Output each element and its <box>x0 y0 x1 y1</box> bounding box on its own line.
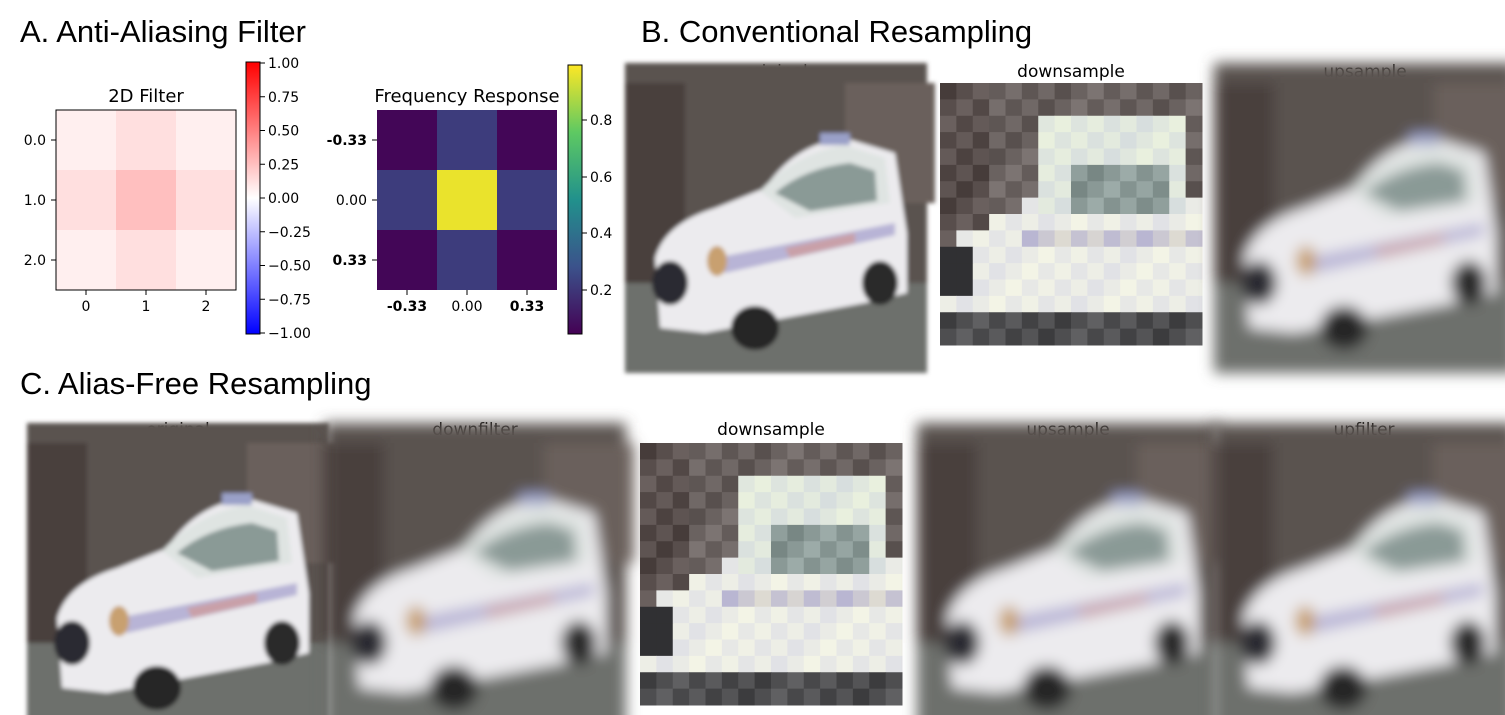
frequency-x-tick: -0.33 <box>387 299 427 315</box>
conventional-caption-downsample: downsample <box>1017 62 1125 82</box>
filter-cell <box>116 110 176 170</box>
frequency-cell <box>437 230 497 290</box>
filter-plot: 2D Filter 0.0 1.0 2.0 0 1 2 1.00 0.75 0.50 0.25… <box>24 56 311 342</box>
filter-cell <box>56 230 116 290</box>
aliasfree-original-image <box>27 423 337 715</box>
frequency-colorbar-tick: 0.4 <box>590 226 612 242</box>
filter-heatmap <box>56 110 236 290</box>
filter-plot-title: 2D Filter <box>108 86 184 107</box>
aliasfree-caption-downsample: downsample <box>717 420 825 440</box>
aliasfree-upsample-image <box>917 423 1227 715</box>
frequency-y-tick: 0.00 <box>336 193 367 209</box>
frequency-plot: Frequency Response -0.33 0.00 0.33 -0.33 0.… <box>327 64 612 335</box>
filter-colorbar-tick: 1.00 <box>268 56 299 72</box>
filter-cell <box>56 110 116 170</box>
aliasfree-downsample-image <box>640 443 903 706</box>
section-b-title: B. Conventional Resampling <box>641 14 1033 49</box>
aliasfree-upfilter-image <box>1213 423 1505 715</box>
filter-colorbar-tick: −0.75 <box>268 292 311 308</box>
frequency-cell <box>437 110 497 170</box>
frequency-plot-title: Frequency Response <box>374 86 559 107</box>
filter-x-tick: 0 <box>82 299 91 315</box>
frequency-cell <box>497 110 557 170</box>
filter-colorbar-tick: 0.00 <box>268 191 299 207</box>
frequency-cell <box>377 230 437 290</box>
filter-colorbar <box>245 61 261 335</box>
filter-colorbar-tick: −0.50 <box>268 259 311 275</box>
frequency-x-tick: 0.00 <box>451 299 482 315</box>
filter-y-tick: 2.0 <box>24 253 46 269</box>
filter-cell <box>176 170 236 230</box>
section-c-title: C. Alias-Free Resampling <box>20 366 372 401</box>
frequency-colorbar-tick: 0.8 <box>590 113 612 129</box>
frequency-y-tick: 0.33 <box>332 253 367 269</box>
frequency-heatmap <box>377 110 557 290</box>
filter-colorbar-tick: −0.25 <box>268 225 311 241</box>
filter-colorbar-tick: −1.00 <box>268 326 311 342</box>
frequency-cell <box>377 110 437 170</box>
conventional-upsample-image <box>1214 63 1505 373</box>
frequency-cell <box>437 170 497 230</box>
filter-y-tick: 0.0 <box>24 133 46 149</box>
frequency-colorbar-tick: 0.6 <box>590 170 612 186</box>
frequency-cell <box>497 170 557 230</box>
frequency-y-tick: -0.33 <box>327 133 367 149</box>
filter-cell <box>176 110 236 170</box>
filter-cell <box>116 230 176 290</box>
filter-cell <box>176 230 236 290</box>
filter-x-tick: 2 <box>202 299 211 315</box>
section-a-title: A. Anti-Aliasing Filter <box>20 14 306 49</box>
filter-colorbar-tick: 0.25 <box>268 157 299 173</box>
filter-cell <box>116 170 176 230</box>
filter-x-tick: 1 <box>142 299 151 315</box>
frequency-colorbar-tick: 0.2 <box>590 283 612 299</box>
filter-colorbar-tick: 0.50 <box>268 124 299 140</box>
conventional-original-image <box>625 63 935 373</box>
frequency-x-tick: 0.33 <box>510 299 545 315</box>
frequency-cell <box>497 230 557 290</box>
filter-colorbar-tick: 0.75 <box>268 90 299 106</box>
frequency-cell <box>377 170 437 230</box>
conventional-downsample-image <box>940 83 1203 346</box>
frequency-colorbar <box>567 64 583 335</box>
filter-cell <box>56 170 116 230</box>
filter-y-tick: 1.0 <box>24 193 46 209</box>
aliasfree-downfilter-image <box>324 423 634 715</box>
